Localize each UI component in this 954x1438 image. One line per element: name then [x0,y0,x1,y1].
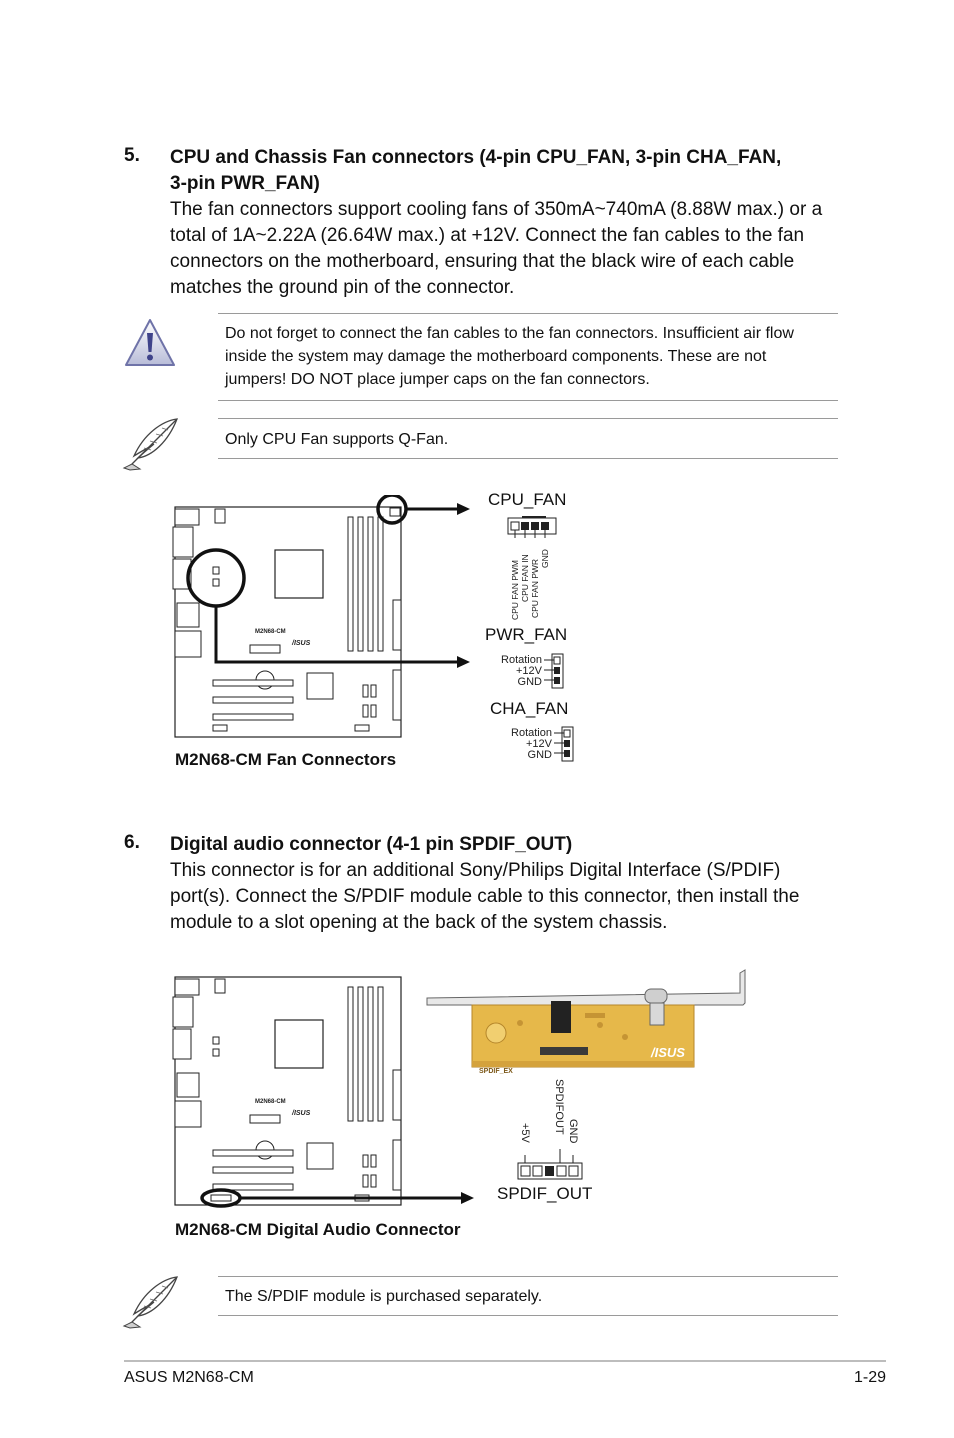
spdif-module-image: SPDIF_EX /ISUS [425,965,750,1075]
footer-left-text: ASUS M2N68-CM [124,1369,254,1386]
spdif-pin-5v: +5V [519,1123,531,1144]
qfan-note-bottom-rule [218,458,838,459]
section-5-number: 5. [124,145,140,166]
pwr-fan-pin-12v: +12V [516,665,543,677]
pwr-fan-pin-rotation: Rotation [501,654,542,666]
cpu-fan-pin-gnd: GND [540,549,550,568]
fan-board-model-text: M2N68-CM [255,629,286,635]
spdif-out-label: SPDIF_OUT [497,1184,593,1203]
caution-note-text: Do not forget to connect the fan cables … [225,325,794,388]
section-5-title-line1: CPU and Chassis Fan connectors (4-pin CP… [170,147,782,168]
spdif-module-label: SPDIF_EX [479,1068,513,1075]
caution-note-top-rule [218,313,838,314]
section-5-title-line2: 3-pin PWR_FAN) [170,173,320,194]
cpu-fan-pin-in: CPU FAN IN [520,554,530,602]
footer-page-number: 1-29 [853,1369,886,1386]
qfan-note-top-rule [218,418,838,419]
pwr-fan-pin-gnd: GND [518,676,543,688]
cha-fan-label: CHA_FAN [490,699,569,718]
spdif-board-brand-text: /ISUS [291,1110,311,1117]
feather-pen-icon [122,1274,180,1330]
cha-fan-pin-rotation: Rotation [511,727,552,739]
section-6-body: This connector is for an additional Sony… [170,860,800,933]
pwr-fan-connector: Rotation +12V GND [488,650,568,690]
spdif-board-diagram: M2N68-CM /ISUS [165,965,485,1215]
fan-board-diagram: M2N68-CM /ISUS [165,493,475,745]
pwr-fan-label: PWR_FAN [485,625,568,644]
fan-diagram-caption: M2N68-CM Fan Connectors [175,750,397,769]
section-6-number: 6. [124,832,140,853]
spdif-note-top-rule [218,1276,838,1277]
warning-triangle-icon [124,318,176,368]
qfan-note-text: Only CPU Fan supports Q-Fan. [225,431,449,448]
spdif-out-connector: +5V SPDIFOUT GND [512,1075,592,1185]
feather-pen-icon [122,416,180,472]
caution-note-bottom-rule [218,400,838,401]
spdif-note-bottom-rule [218,1315,838,1316]
spdif-note-text: The S/PDIF module is purchased separatel… [225,1288,543,1305]
spdif-module-brand: /ISUS [650,1045,685,1060]
cpu-fan-connector: CPU FAN PWM CPU FAN IN CPU FAN PWR GND [500,512,564,622]
section-5-title: CPU and Chassis Fan connectors (4-pin CP… [170,145,850,197]
cpu-fan-pin-pwm: CPU FAN PWM [510,560,520,620]
section-5-body: The fan connectors support cooling fans … [170,199,823,298]
spdif-diagram-caption: M2N68-CM Digital Audio Connector [175,1220,461,1239]
fan-board-brand-text: /ISUS [291,640,311,647]
cha-fan-connector: Rotation +12V GND [498,724,578,764]
section-6-title: Digital audio connector (4-1 pin SPDIF_O… [170,834,573,855]
spdif-pin-spdifout: SPDIFOUT [553,1079,565,1135]
cha-fan-pin-gnd: GND [528,749,553,761]
cpu-fan-label: CPU_FAN [488,490,567,509]
cpu-fan-pin-pwr: CPU FAN PWR [530,559,540,618]
spdif-board-model-text: M2N68-CM [255,1099,286,1105]
footer-rule [124,1360,886,1362]
spdif-pin-gnd: GND [567,1119,579,1144]
cha-fan-pin-12v: +12V [526,738,553,750]
